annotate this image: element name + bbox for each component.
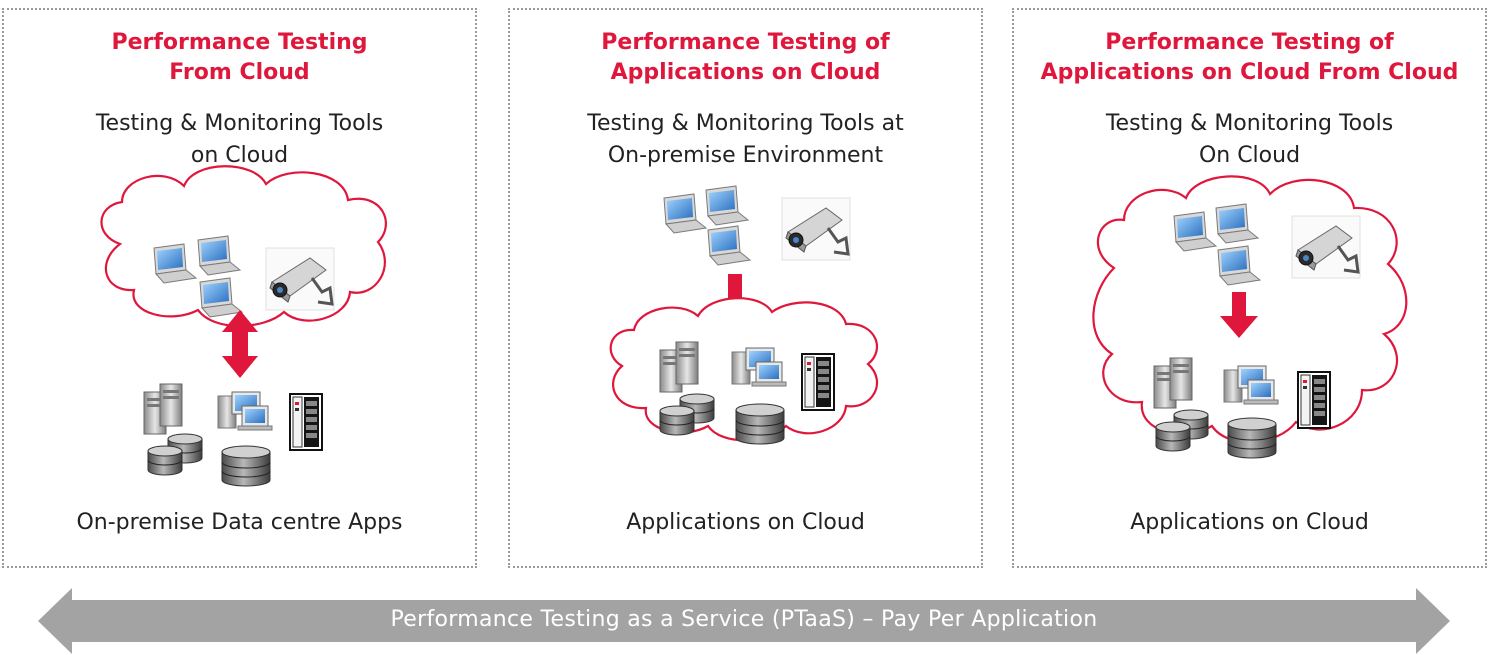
panel-subtitle: Testing & Monitoring Tools on Cloud <box>95 111 384 168</box>
security-camera-icon <box>1290 214 1362 280</box>
workstation-icon <box>217 391 273 431</box>
server-tower-icon <box>143 383 183 435</box>
panel-footer: Applications on Cloud <box>626 510 865 535</box>
laptop-icon <box>707 225 751 266</box>
panel-title: Performance Testing of Applications on C… <box>601 30 890 85</box>
panel-subtitle: Testing & Monitoring Tools at On-premise… <box>587 111 904 168</box>
storage-rack-icon <box>1297 371 1331 429</box>
panel-footer: Applications on Cloud <box>1130 510 1369 535</box>
panel-title: Performance Testing From Cloud <box>111 30 368 85</box>
security-camera-icon <box>264 246 336 312</box>
database-icon <box>1227 417 1277 459</box>
database-icon <box>221 445 271 487</box>
panel-footer: On-premise Data centre Apps <box>76 510 403 535</box>
panel-performance-testing-from-cloud: Performance Testing From Cloud Testing &… <box>2 8 477 568</box>
arrow-down <box>1220 292 1258 338</box>
database-icon <box>659 405 695 436</box>
database-icon <box>147 445 183 476</box>
panel-performance-testing-of-applications-on-cloud-from-cloud: Performance Testing of Applications on C… <box>1012 8 1487 568</box>
laptop-icon <box>663 193 707 234</box>
arrow-double-vertical <box>222 310 258 378</box>
panel-title: Performance Testing of Applications on C… <box>1040 30 1459 85</box>
panel-1-illustration <box>100 165 387 487</box>
banner-label: Performance Testing as a Service (PTaaS)… <box>390 607 1098 632</box>
server-tower-icon <box>1153 357 1193 409</box>
panel-performance-testing-of-applications-on-cloud: Performance Testing of Applications on C… <box>508 8 983 568</box>
storage-rack-icon <box>289 393 323 451</box>
panel-subtitle: Testing & Monitoring Tools On Cloud <box>1105 111 1394 168</box>
database-icon <box>735 403 785 445</box>
double-arrow-banner <box>38 588 1450 654</box>
security-camera-icon <box>780 196 852 262</box>
panel-3-illustration <box>1092 175 1408 459</box>
cloud-outline <box>100 165 387 327</box>
laptop-icon <box>705 185 749 226</box>
server-tower-icon <box>659 341 699 393</box>
storage-rack-icon <box>801 353 835 411</box>
database-icon <box>1155 421 1191 452</box>
panel-2-illustration <box>609 185 879 445</box>
